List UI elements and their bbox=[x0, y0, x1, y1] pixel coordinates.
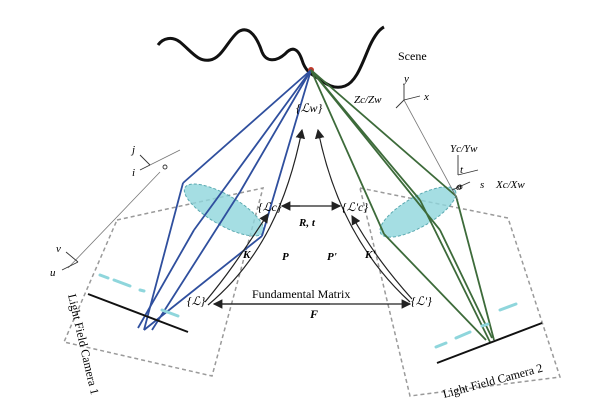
axis-j: j bbox=[130, 144, 135, 156]
axis-o: o bbox=[456, 181, 462, 193]
scene-label: Scene bbox=[398, 49, 427, 63]
camera-2-axes bbox=[451, 155, 479, 191]
camera-1-uv-axes bbox=[61, 251, 79, 271]
p-label: P bbox=[282, 251, 289, 263]
camera-2-frame-label: {ℒ'c} bbox=[342, 200, 368, 214]
camera-1-microlenses bbox=[98, 273, 180, 318]
f-label: F bbox=[309, 307, 318, 321]
p-prime-label: P' bbox=[327, 251, 337, 263]
lightfield-2-label: {ℒ'} bbox=[411, 294, 432, 308]
axis-s: s bbox=[480, 179, 484, 191]
lightfield-1-label: {ℒ} bbox=[187, 294, 205, 308]
camera-2-label: Light Field Camera 2 bbox=[441, 361, 544, 401]
camera-1-label: Light Field Camera 1 bbox=[65, 293, 102, 396]
k-label: K bbox=[242, 249, 251, 261]
world-axes bbox=[395, 84, 421, 109]
guide-lines bbox=[67, 99, 459, 269]
axis-u: u bbox=[50, 267, 56, 279]
axis-xc-xw: Xc/Xw bbox=[495, 179, 525, 191]
world-frame-label: {ℒw} bbox=[296, 101, 322, 115]
axis-v: v bbox=[56, 243, 61, 255]
camera-1-frame-label: {ℒc} bbox=[258, 200, 282, 214]
fundamental-matrix-label: Fundamental Matrix bbox=[252, 287, 350, 301]
axis-t: t bbox=[460, 164, 464, 176]
axis-yc-yw: Yc/Yw bbox=[450, 143, 478, 155]
camera-2-lens bbox=[379, 186, 457, 238]
camera-2-sensor bbox=[436, 322, 543, 364]
camera-2-rays bbox=[310, 69, 495, 343]
frame-transforms bbox=[204, 128, 413, 309]
axis-x: x bbox=[423, 91, 429, 103]
scene-surface bbox=[156, 25, 385, 89]
camera-2-microlenses bbox=[434, 302, 518, 349]
axis-y: y bbox=[403, 73, 409, 85]
k-prime-label: K' bbox=[364, 249, 375, 261]
camera-1-ij-axes bbox=[139, 154, 168, 171]
axis-zc-zw: Zc/Zw bbox=[354, 94, 382, 106]
axis-i: i bbox=[132, 167, 135, 179]
rt-label: R, t bbox=[298, 217, 316, 229]
camera-1-sensor bbox=[87, 293, 189, 333]
